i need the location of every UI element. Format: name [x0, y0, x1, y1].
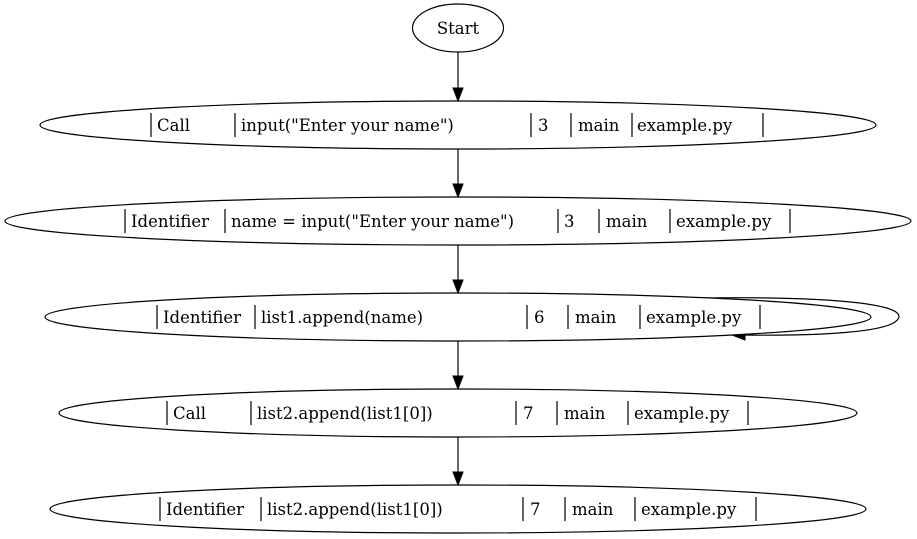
node-function: main: [572, 500, 614, 519]
node-code: list2.append(list1[0]): [267, 500, 443, 519]
node-line: 7: [530, 500, 541, 519]
node-type: Identifier: [131, 212, 209, 231]
node-type: Identifier: [163, 308, 241, 327]
node-identifier-append: Identifier list1.append(name) 6 main exa…: [44, 292, 872, 342]
node-file: example.py: [634, 404, 730, 423]
node-code: input("Enter your name"): [241, 116, 454, 135]
node-file: example.py: [637, 116, 733, 135]
arrowhead-icon: [452, 279, 464, 295]
node-file: example.py: [641, 500, 737, 519]
node-function: main: [575, 308, 617, 327]
node-line: 6: [534, 308, 545, 327]
node-call-list2: Call list2.append(list1[0]) 7 main examp…: [58, 388, 858, 438]
arrowhead-icon: [452, 183, 464, 199]
node-line: 3: [564, 212, 575, 231]
node-type: Call: [173, 404, 206, 423]
start-node: Start: [411, 3, 505, 53]
edge-self-loop-identifier-append: [699, 297, 900, 336]
node-code: list2.append(list1[0]): [257, 404, 433, 423]
node-type: Call: [157, 116, 190, 135]
node-line: 7: [523, 404, 534, 423]
node-code: list1.append(name): [261, 308, 423, 327]
start-label: Start: [437, 19, 480, 38]
arrowhead-icon: [452, 375, 464, 391]
node-file: example.py: [676, 212, 772, 231]
node-type: Identifier: [166, 500, 244, 519]
node-function: main: [578, 116, 620, 135]
node-file: example.py: [646, 308, 742, 327]
node-line: 3: [538, 116, 549, 135]
arrowhead-icon: [452, 87, 464, 103]
node-identifier-list2: Identifier list2.append(list1[0]) 7 main…: [49, 484, 867, 534]
arrowhead-icon: [452, 471, 464, 487]
node-function: main: [564, 404, 606, 423]
node-function: main: [606, 212, 648, 231]
node-identifier-name: Identifier name = input("Enter your name…: [4, 196, 912, 246]
node-call-input: Call input("Enter your name") 3 main exa…: [39, 100, 877, 150]
node-code: name = input("Enter your name"): [231, 212, 514, 231]
